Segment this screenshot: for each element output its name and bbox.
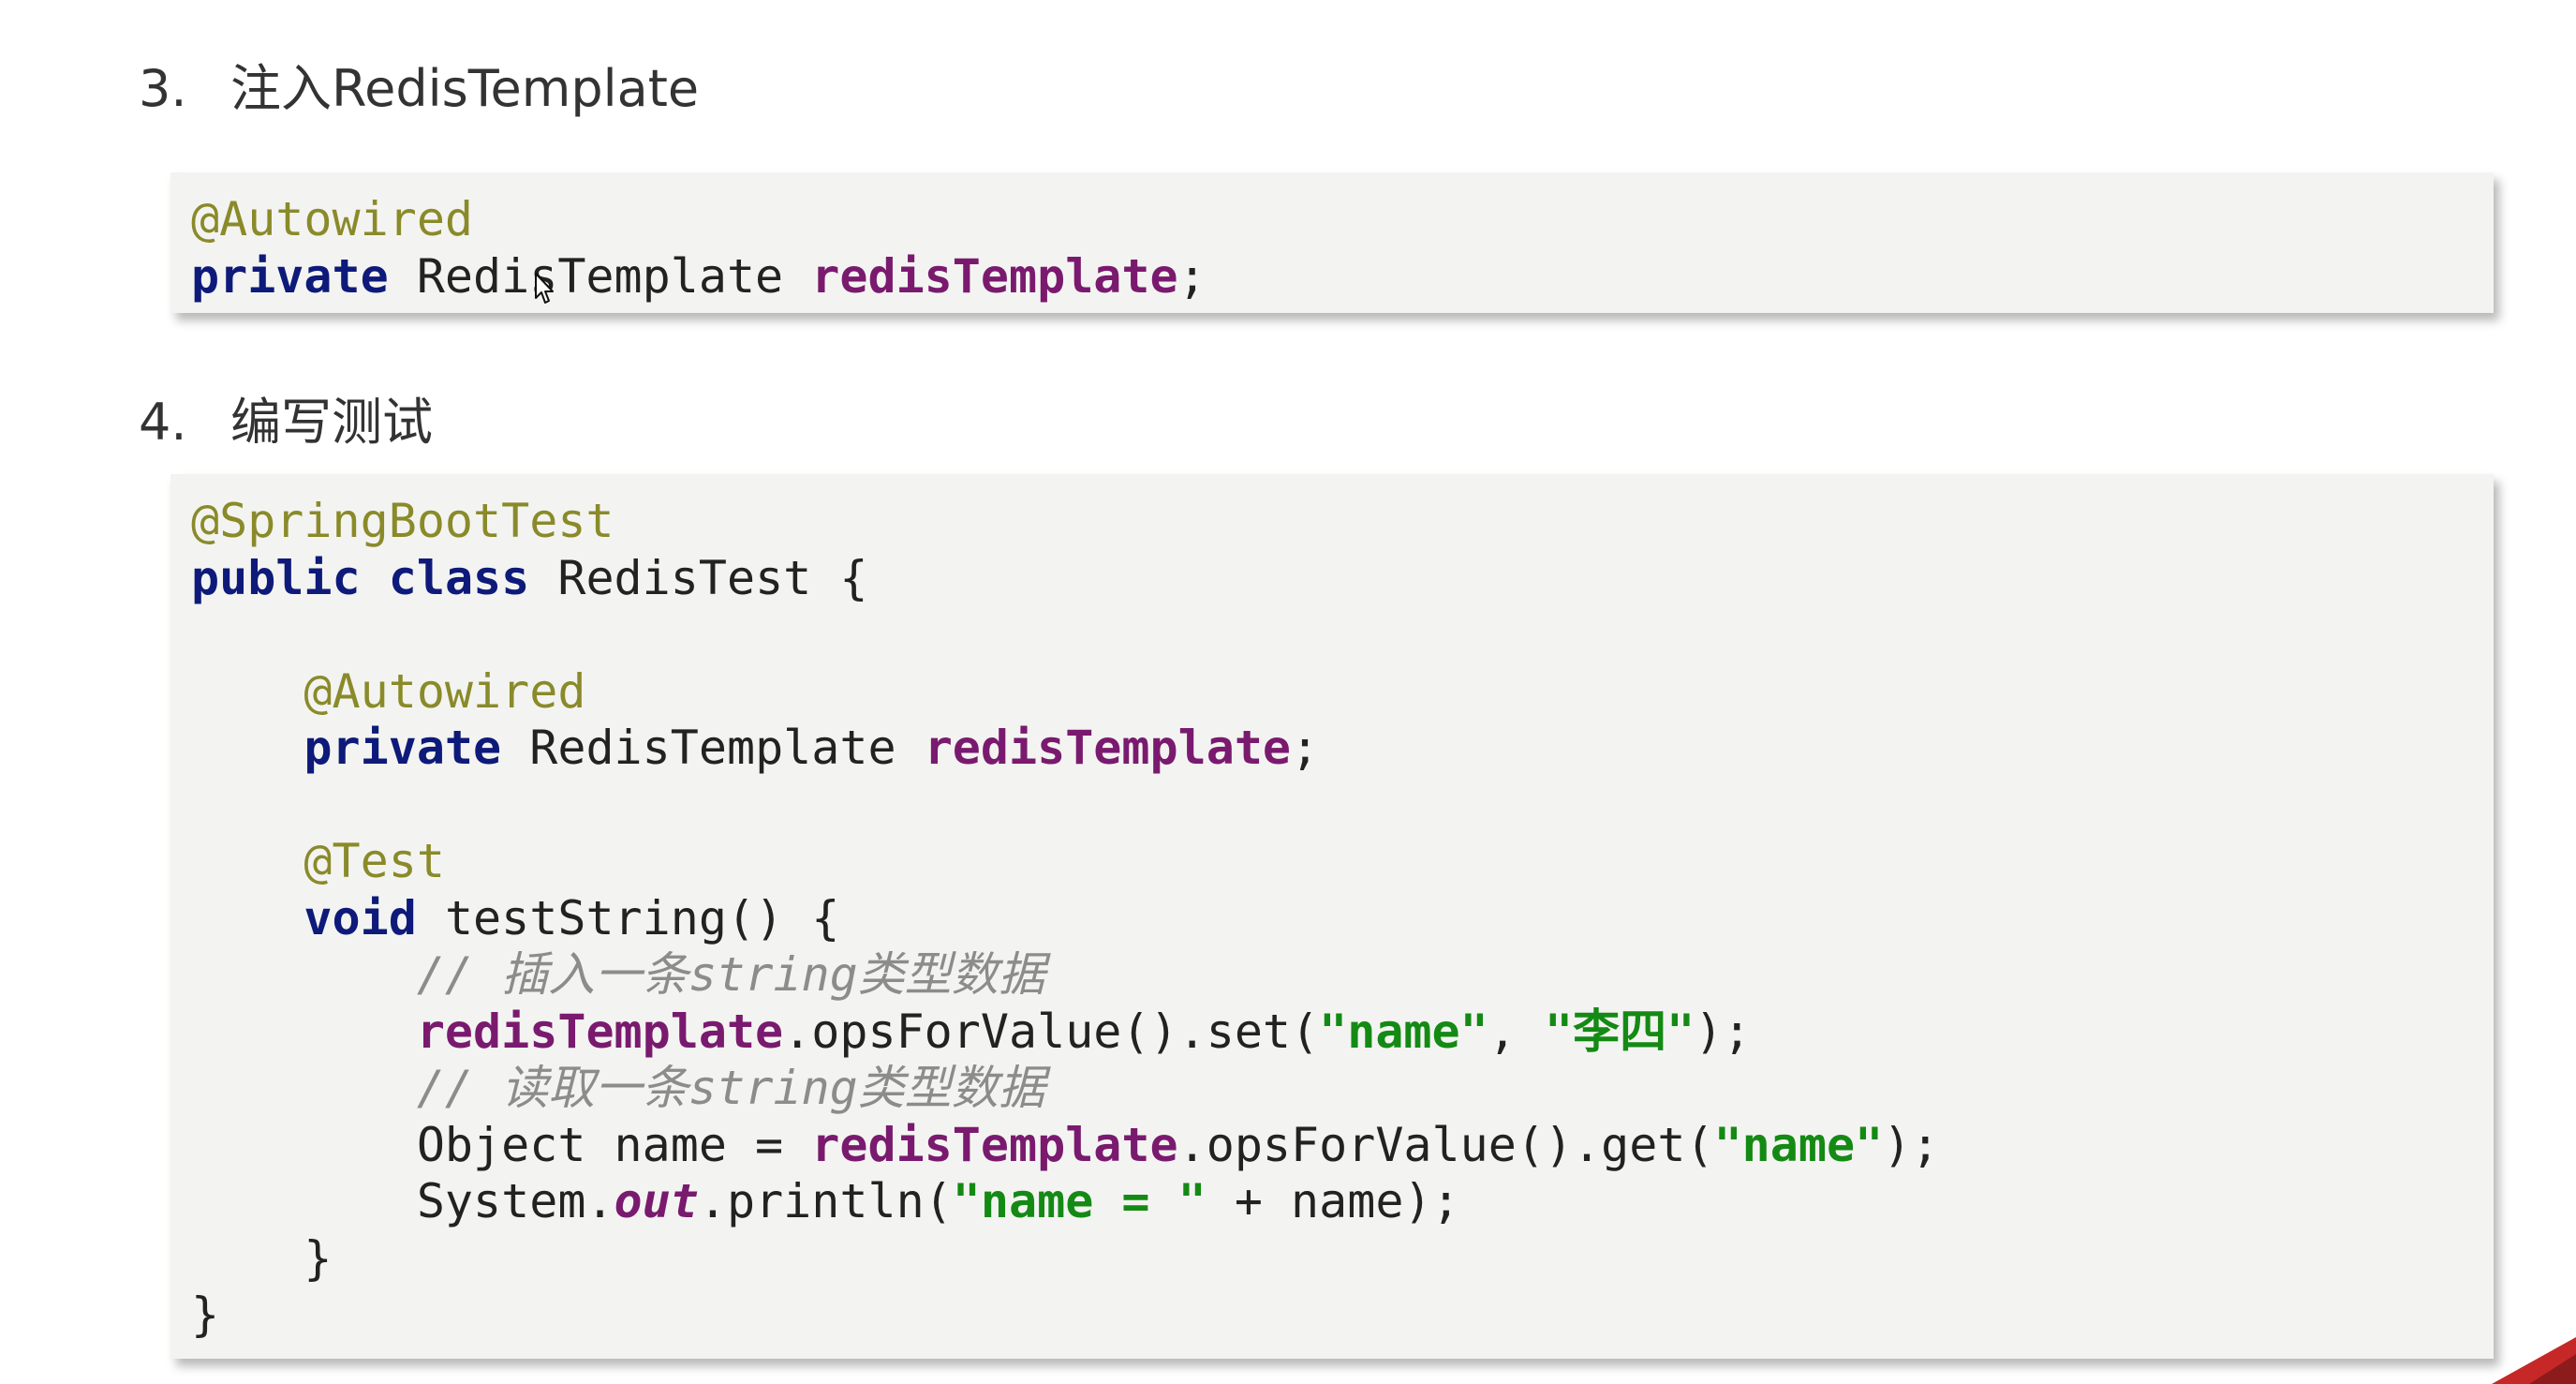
code-token: out	[614, 1174, 699, 1228]
code-token	[191, 1174, 417, 1228]
code-token	[191, 834, 303, 888]
code-token: redisTemplate	[416, 1004, 784, 1059]
code-token: "李四"	[1544, 1004, 1695, 1059]
code-token: ;	[1291, 721, 1320, 775]
step-3-number: 3.	[139, 59, 187, 118]
code-line: System.out.println("name = " + name);	[191, 1173, 2494, 1230]
code-line: Object name = redisTemplate.opsForValue(…	[191, 1117, 2494, 1174]
code-token: @Test	[303, 834, 445, 888]
code-token: @SpringBootTest	[191, 494, 614, 548]
code-token: RedisTemplate	[388, 248, 812, 304]
step-4-title: 编写测试	[230, 393, 433, 452]
code-token	[191, 947, 417, 1002]
code-token: private	[303, 721, 502, 775]
code-token	[191, 721, 303, 775]
corner-decoration	[2492, 1337, 2576, 1384]
code-line: }	[191, 1287, 2494, 1344]
code-token: RedisTest {	[529, 550, 868, 605]
code-token	[191, 1005, 417, 1059]
code-line: private RedisTemplate redisTemplate;	[191, 248, 2494, 305]
code-token: "name"	[1713, 1117, 1884, 1172]
code-token: ;	[1177, 248, 1207, 304]
code-line: }	[191, 1230, 2494, 1287]
code-token: "name = "	[952, 1174, 1207, 1228]
code-token: }	[191, 1230, 333, 1286]
code-line: @SpringBootTest	[191, 493, 2494, 550]
code-token: // 插入一条string类型数据	[416, 947, 1045, 1002]
code-line: @Autowired	[191, 663, 2494, 721]
code-line	[191, 606, 2494, 663]
code-token: private	[191, 248, 389, 304]
code-token: + name);	[1206, 1174, 1460, 1228]
code-token: ,	[1488, 1004, 1545, 1059]
code-token: System.	[416, 1174, 614, 1228]
step-3-heading: 3.注入RedisTemplate	[139, 64, 699, 114]
code-token: Object name =	[416, 1117, 812, 1172]
code-token	[191, 1118, 417, 1172]
code-token	[361, 551, 389, 605]
code-token: .opsForValue().get(	[1177, 1117, 1714, 1172]
code-line	[191, 777, 2494, 834]
code-token: .println(	[698, 1174, 953, 1228]
code-token	[191, 1061, 417, 1115]
code-token: void	[303, 890, 417, 945]
code-token: // 读取一条string类型数据	[416, 1061, 1045, 1115]
step-4-number: 4.	[139, 393, 187, 452]
code-token: RedisTemplate	[501, 721, 925, 775]
code-line: private RedisTemplate redisTemplate;	[191, 720, 2494, 777]
code-token: }	[191, 1287, 220, 1342]
code-token: public	[191, 550, 361, 605]
code-token: testString() {	[416, 890, 840, 945]
code-token: "name"	[1319, 1004, 1488, 1059]
code-line: redisTemplate.opsForValue().set("name", …	[191, 1004, 2494, 1061]
step-3-title: 注入RedisTemplate	[230, 59, 700, 118]
code-token	[191, 891, 303, 945]
code-token: redisTemplate	[811, 248, 1178, 304]
code-token: );	[1883, 1117, 1940, 1172]
code-token: @Autowired	[191, 192, 474, 246]
step-4-heading: 4.编写测试	[139, 397, 433, 448]
mouse-pointer-icon	[535, 273, 554, 304]
code-token: redisTemplate	[811, 1117, 1178, 1172]
code-token: @Autowired	[303, 663, 586, 719]
code-token: redisTemplate	[924, 721, 1292, 775]
code-line: @Test	[191, 833, 2494, 890]
code-token: .opsForValue().set(	[783, 1004, 1320, 1059]
code-token: );	[1695, 1004, 1752, 1059]
code-line: // 插入一条string类型数据	[191, 946, 2494, 1004]
code-token: class	[388, 550, 530, 605]
code-token	[191, 664, 303, 719]
code-line: @Autowired	[191, 191, 2494, 248]
code-line: void testString() {	[191, 890, 2494, 947]
code-line: // 读取一条string类型数据	[191, 1060, 2494, 1117]
code-line: public class RedisTest {	[191, 550, 2494, 607]
